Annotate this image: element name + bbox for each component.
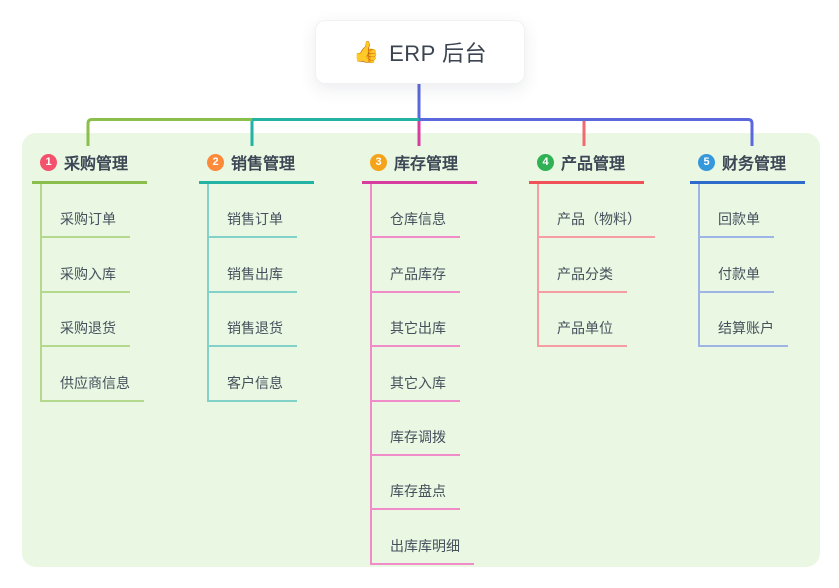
leaf-list: 产品（物料） 产品分类产品单位 [537,184,655,348]
branch-2: 2 销售管理销售订单销售出库销售退货客户信息 [199,150,314,402]
leaf-node[interactable]: 产品单位 [539,293,655,348]
leaf-label: 仓库信息 [372,210,460,239]
leaf-label: 结算账户 [700,319,788,348]
leaf-label: 采购订单 [42,210,130,239]
branch-4: 4 产品管理产品（物料） 产品分类产品单位 [529,150,655,348]
leaf-label: 销售订单 [209,210,297,239]
branch-title: 产品管理 [561,156,626,173]
leaf-list: 采购订单采购入库采购退货供应商信息 [40,184,147,402]
leaf-label: 产品库存 [372,265,460,293]
branch-number-badge: 2 [207,153,224,171]
leaf-node[interactable]: 结算账户 [700,293,805,348]
leaf-list: 仓库信息产品库存其它出库其它入库库存调拨库存盘点出库库明细 [370,184,477,565]
leaf-node[interactable]: 产品（物料） [539,184,655,239]
branch-title: 销售管理 [231,156,296,173]
leaf-node[interactable]: 其它出库 [372,293,477,348]
leaf-label: 其它入库 [372,374,460,402]
leaf-label: 出库库明细 [372,537,474,565]
leaf-label: 产品单位 [539,319,627,348]
leaf-list: 回款单付款单结算账户 [698,184,805,348]
leaf-list: 销售订单销售出库销售退货客户信息 [207,184,314,402]
leaf-label: 付款单 [700,265,774,293]
leaf-node[interactable]: 其它入库 [372,347,477,402]
leaf-label: 销售退货 [209,319,297,348]
branch-title: 财务管理 [722,156,787,173]
leaf-node[interactable]: 供应商信息 [42,347,147,402]
branch-header[interactable]: 5 财务管理 [690,150,805,184]
leaf-node[interactable]: 采购入库 [42,238,147,293]
leaf-node[interactable]: 产品库存 [372,238,477,293]
branch-number-badge: 3 [370,153,387,171]
leaf-label: 库存调拨 [372,428,460,456]
leaf-node[interactable]: 采购退货 [42,293,147,348]
leaf-node[interactable]: 销售订单 [209,184,314,239]
leaf-node[interactable]: 付款单 [700,238,805,293]
branch-header[interactable]: 1 采购管理 [32,150,147,184]
leaf-node[interactable]: 产品分类 [539,238,655,293]
branch-number-badge: 1 [40,153,57,171]
leaf-label: 产品分类 [539,265,627,293]
branch-5: 5 财务管理回款单付款单结算账户 [690,150,805,348]
leaf-node[interactable]: 客户信息 [209,347,314,402]
leaf-label: 客户信息 [209,374,297,402]
branch-number-badge: 4 [537,153,554,171]
leaf-node[interactable]: 库存盘点 [372,456,477,511]
branch-title: 采购管理 [64,156,129,173]
leaf-node[interactable]: 采购订单 [42,184,147,239]
root-title: ERP 后台 [389,41,488,66]
thumbs-up-icon: 👍 [352,40,380,64]
leaf-node[interactable]: 回款单 [700,184,805,239]
branch-1: 1 采购管理采购订单采购入库采购退货供应商信息 [32,150,147,402]
leaf-label: 供应商信息 [42,374,144,402]
leaf-label: 其它出库 [372,319,460,348]
branches-panel [22,133,820,567]
leaf-node[interactable]: 仓库信息 [372,184,477,239]
leaf-label: 采购退货 [42,319,130,348]
leaf-node[interactable]: 库存调拨 [372,402,477,456]
leaf-label: 产品（物料） [539,210,655,239]
leaf-node[interactable]: 销售出库 [209,238,314,293]
branch-title: 库存管理 [394,156,459,173]
leaf-label: 销售出库 [209,265,297,293]
branch-number-badge: 5 [698,153,715,171]
branch-header[interactable]: 4 产品管理 [529,150,644,184]
branch-header[interactable]: 3 库存管理 [362,150,477,184]
branch-3: 3 库存管理仓库信息产品库存其它出库其它入库库存调拨库存盘点出库库明细 [362,150,477,565]
leaf-label: 回款单 [700,210,774,239]
leaf-node[interactable]: 销售退货 [209,293,314,348]
root-node[interactable]: 👍 ERP 后台 [315,20,525,84]
leaf-node[interactable]: 出库库明细 [372,510,477,565]
branch-header[interactable]: 2 销售管理 [199,150,314,184]
leaf-label: 库存盘点 [372,482,460,511]
leaf-label: 采购入库 [42,265,130,293]
